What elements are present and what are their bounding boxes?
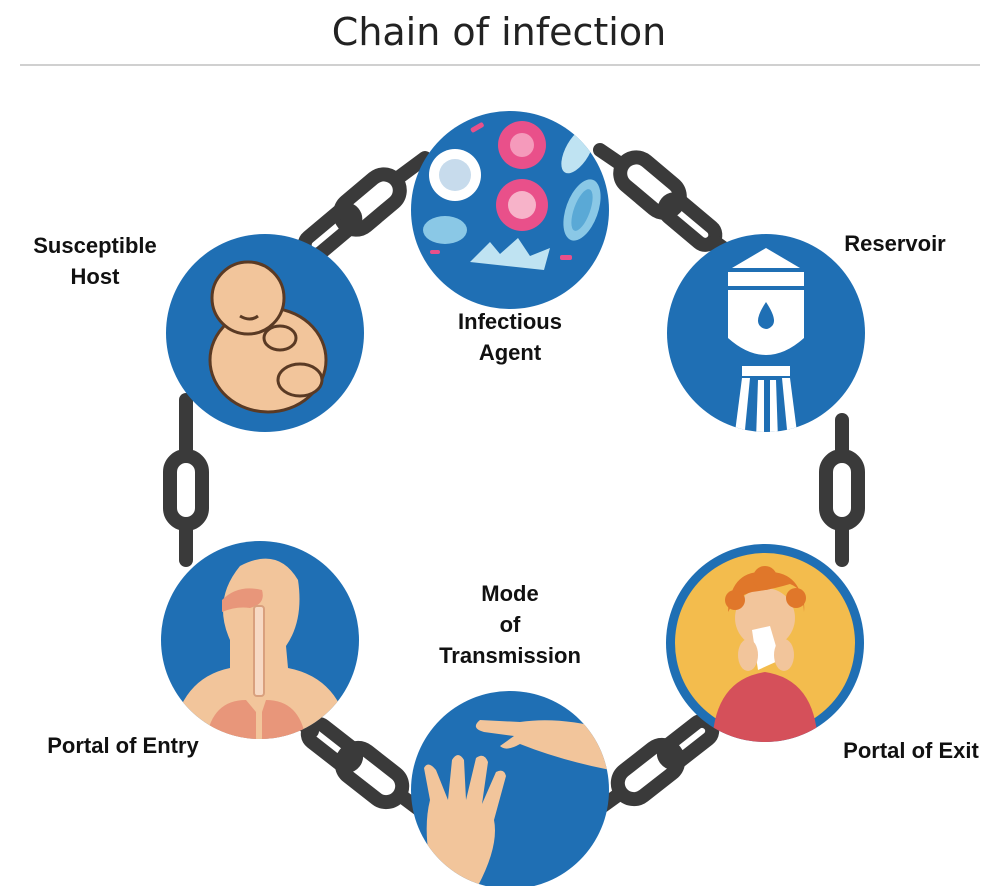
chain-link-agent-reservoir (600, 150, 740, 260)
chain-link-mode-entry (300, 720, 420, 810)
label-infectious-agent: Infectious Agent (430, 306, 590, 368)
infectious-agent-node (411, 111, 609, 309)
label-portal-of-exit: Portal of Exit (826, 735, 996, 766)
label-mode-of-transmission: Mode of Transmission (430, 578, 590, 671)
label-susceptible-host: Susceptible Host (20, 230, 170, 292)
label-reservoir: Reservoir (830, 228, 960, 259)
susceptible-host-node (166, 234, 364, 432)
chain-link-entry-host (170, 400, 202, 560)
mode-of-transmission-node (411, 691, 610, 886)
chain-link-reservoir-exit (826, 420, 858, 560)
label-portal-of-entry: Portal of Entry (28, 730, 218, 761)
chain-link-exit-mode (600, 710, 728, 808)
reservoir-node (667, 234, 865, 440)
